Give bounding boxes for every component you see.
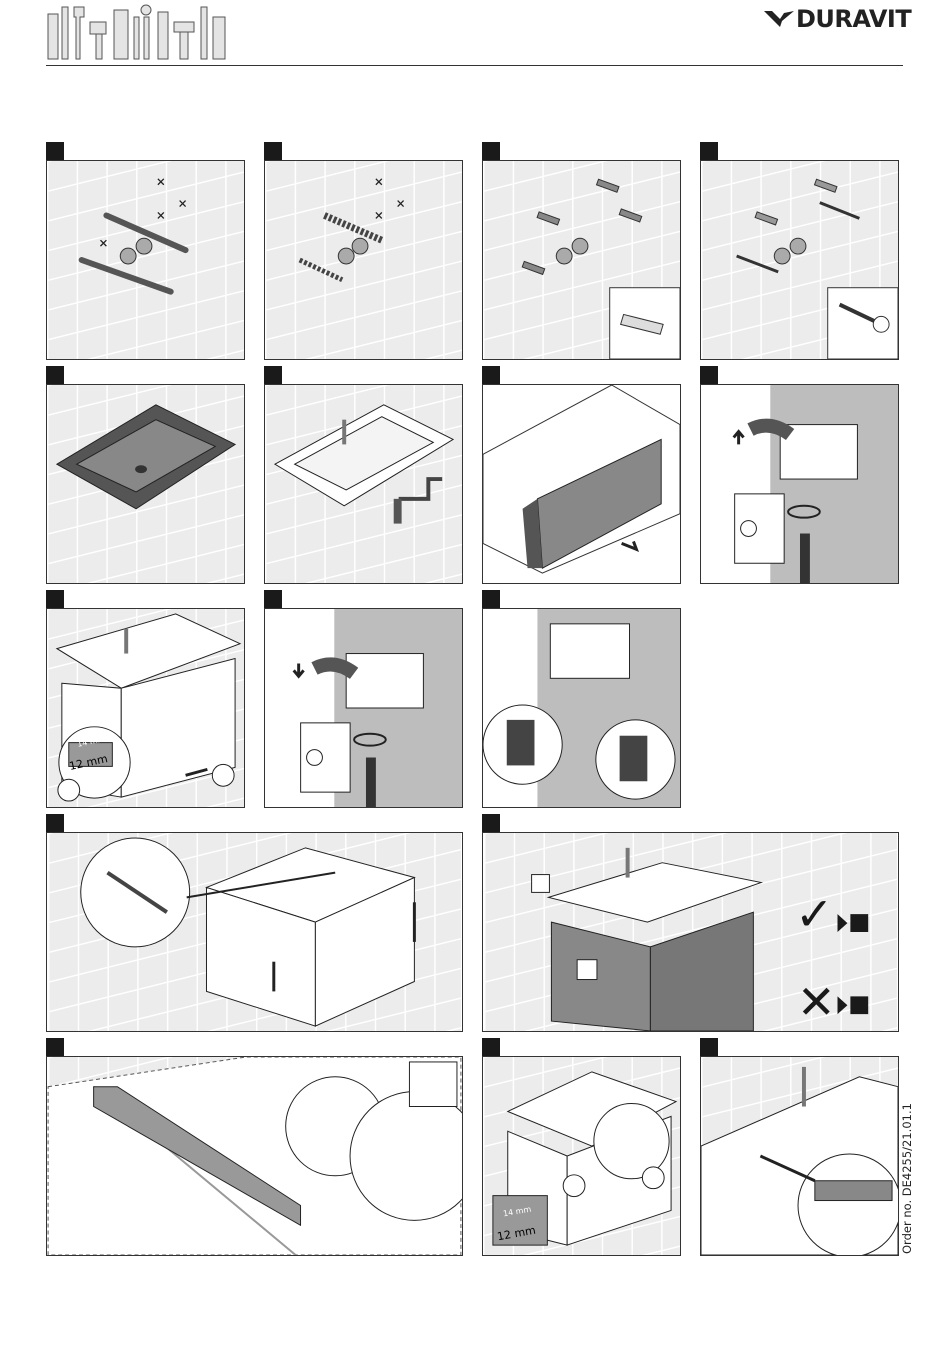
step-panel-16: [700, 1056, 899, 1256]
step-panel-11: [482, 608, 681, 808]
brand-name: DURAVIT: [796, 5, 911, 33]
step-number-11: [482, 590, 500, 608]
step-panel-5: [46, 384, 245, 584]
step-panel-10: [264, 608, 463, 808]
step-number-15: [482, 1038, 500, 1056]
step-panel-2: [264, 160, 463, 360]
brand-logo: DURAVIT: [762, 4, 911, 34]
step-number-5: [46, 366, 64, 384]
step-number-14: [46, 1038, 64, 1056]
step-number-12: [46, 814, 64, 832]
order-number: Order no. DE4255/21.01.1: [900, 1103, 914, 1254]
step-number-7: [482, 366, 500, 384]
step-panel-9: 12 mm 14 mm: [46, 608, 245, 808]
step-panel-15: 12 mm 14 mm: [482, 1056, 681, 1256]
incorrect-mark-icon: ✕: [797, 979, 836, 1025]
step-panel-6: [264, 384, 463, 584]
step-number-9: [46, 590, 64, 608]
brand-mark-icon: [762, 7, 796, 31]
step-panel-1: [46, 160, 245, 360]
correct-mark-icon: ✓: [795, 891, 834, 937]
step-number-3: [482, 142, 500, 160]
step-panel-8: [700, 384, 899, 584]
step-number-16: [700, 1038, 718, 1056]
step-number-6: [264, 366, 282, 384]
header-rule: [46, 65, 903, 66]
step-number-8: [700, 366, 718, 384]
step-number-1: [46, 142, 64, 160]
step-number-2: [264, 142, 282, 160]
step-panel-7: [482, 384, 681, 584]
tools-illustration: [46, 2, 231, 62]
step-number-13: [482, 814, 500, 832]
step-panel-13: ✓ ✕: [482, 832, 899, 1032]
step-panel-4: [700, 160, 899, 360]
step-panel-3: [482, 160, 681, 360]
step-number-4: [700, 142, 718, 160]
step-panel-12: [46, 832, 463, 1032]
step-panel-14: [46, 1056, 463, 1256]
step-number-10: [264, 590, 282, 608]
